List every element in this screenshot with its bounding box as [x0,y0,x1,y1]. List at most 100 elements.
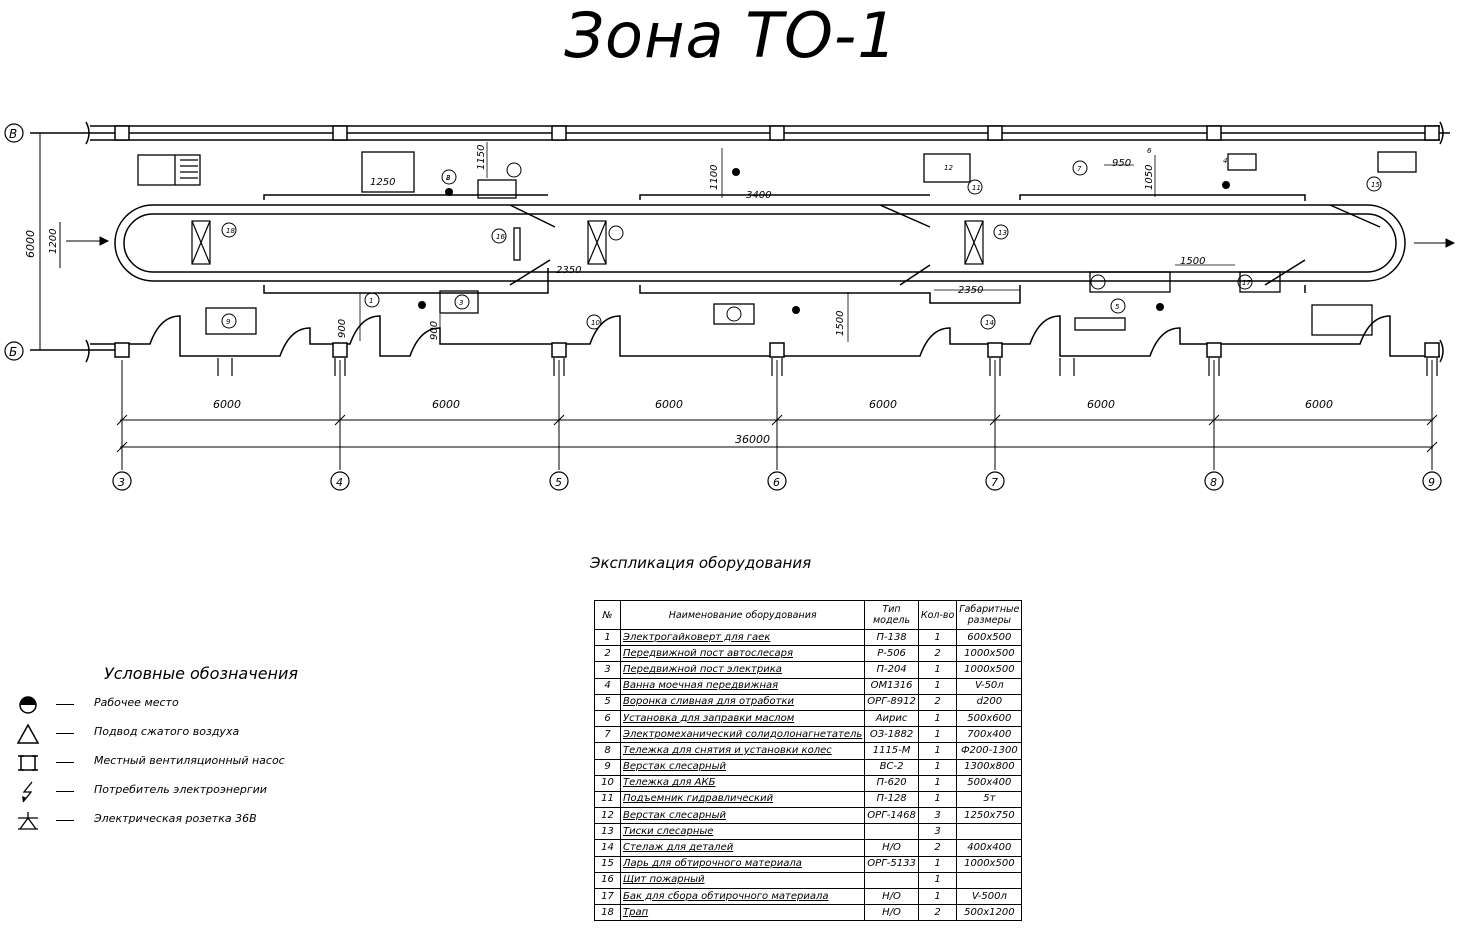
row-axis-markers [4,123,24,361]
row-number: 3 [594,661,621,679]
bay-dim-3: 6000 [655,398,683,411]
equipment-dims: d200 [956,693,1023,711]
axis-label-5: 5 [555,476,562,489]
equipment-name: Тележка для снятия и установки колес [619,742,866,760]
equipment-marker-number: 14 [985,319,994,327]
equipment-marker-number: 8 [446,174,451,182]
compressed-air-icon [14,723,48,745]
total-dim: 36000 [735,433,770,446]
equipment-dims: Ф200-1300 [956,742,1023,760]
equipment-marker-number: 17 [1242,279,1251,287]
equipment-name: Установка для заправки маслом [619,709,866,728]
dim-1050: 1050 [1144,165,1155,190]
equipment-dims: 700х400 [956,726,1023,744]
dim-900-b: 900 [429,321,440,340]
legend-item: Потребитель электроэнергии [14,781,294,803]
bay-dim-2: 6000 [432,398,460,411]
axis-label-v: В [9,127,17,141]
table-header-row: № Наименование оборудования Тип модель К… [594,600,1023,630]
equipment-qty: 1 [917,742,958,760]
equipment-name: Стелаж для деталей [619,839,866,857]
legend-label: Подвод сжатого воздуха [94,725,240,738]
equipment-dims: V-50л [956,677,1023,695]
equipment-dims: 600х500 [956,628,1023,647]
equipment-marker-number: 6 [1147,147,1152,155]
equipment-marker-number: 4 [1223,157,1227,165]
equipment-qty: 1 [917,677,958,695]
equipment-model: Аирис [864,709,919,728]
equipment-name: Верстак слесарный [619,807,866,825]
equipment-model: ОРГ-1468 [864,807,919,825]
legend-dash [56,820,74,821]
equipment-marker-number: 18 [226,227,235,235]
equipment-name: Тележка для АКБ [619,774,866,792]
equipment-dims: 500х600 [956,709,1023,728]
row-number: 9 [594,758,621,776]
equipment-name: Тиски слесарные [619,823,866,841]
equipment-model: П-128 [864,790,919,809]
legend-dash [56,704,74,705]
equipment-marker-number: 15 [1371,181,1380,189]
row-number: 17 [594,887,621,906]
legend-label: Потребитель электроэнергии [94,783,267,796]
row-number: 5 [594,693,621,711]
dim-1500-b: 1500 [835,311,846,336]
row-number: 10 [594,774,621,792]
equipment-qty: 1 [917,758,958,776]
row-number: 4 [594,677,621,695]
equipment-model: ВС-2 [864,758,919,776]
service-line [114,194,1406,304]
row-number: 13 [594,823,621,841]
axis-label-4: 4 [336,476,343,489]
row-number: 18 [594,904,621,922]
bay-dim-5: 6000 [1087,398,1115,411]
floor-plan: В Б 6000 1200 [4,121,1456,491]
dim-3400: 3400 [746,190,771,201]
wall-columns [114,125,1440,358]
equipment-dims: 1000х500 [956,645,1023,663]
equipment-model: ОМ1316 [864,677,919,695]
equipment-name: Ванна моечная передвижная [619,677,866,695]
header-dims: Габаритные размеры [956,600,1023,630]
equipment-qty: 2 [917,904,958,922]
legend-dash [56,762,74,763]
equipment-dims [956,823,1023,841]
equipment-marker-number: 3 [459,299,463,307]
axis-label-9: 9 [1428,476,1435,489]
equipment-name: Щит пожарный [619,871,866,890]
equipment-dims: 500х1200 [956,904,1023,922]
equipment-marker-number: 10 [591,319,600,327]
equipment-dims: 400х400 [956,839,1023,857]
equipment-qty: 3 [917,823,958,841]
dim-2350-a: 2350 [556,265,581,276]
legend-label: Электрическая розетка 36В [94,812,257,825]
equipment-qty: 1 [917,871,958,890]
equipment-marker-number: 16 [496,233,505,241]
equipment-qty: 2 [917,645,958,663]
equipment-model: Н/О [864,839,919,857]
equipment-name: Трап [619,904,866,922]
workplace-icon [14,694,48,716]
equipment-qty: 2 [917,839,958,857]
equipment-name: Бак для сбора обтирочного материала [619,887,866,906]
axis-label-6: 6 [773,476,780,489]
bay-dim-4: 6000 [869,398,897,411]
bay-dim-6: 6000 [1305,398,1333,411]
equipment-name: Ларь для обтирочного материала [619,855,866,873]
dim-1500-a: 1500 [1180,256,1205,267]
dim-1150: 1150 [476,145,487,170]
row-number: 7 [594,726,621,744]
power-socket-icon [14,810,48,832]
equipment-dims: V-500л [956,887,1023,906]
equipment-dims: 1000х500 [956,661,1023,679]
equipment-qty: 1 [917,661,958,679]
